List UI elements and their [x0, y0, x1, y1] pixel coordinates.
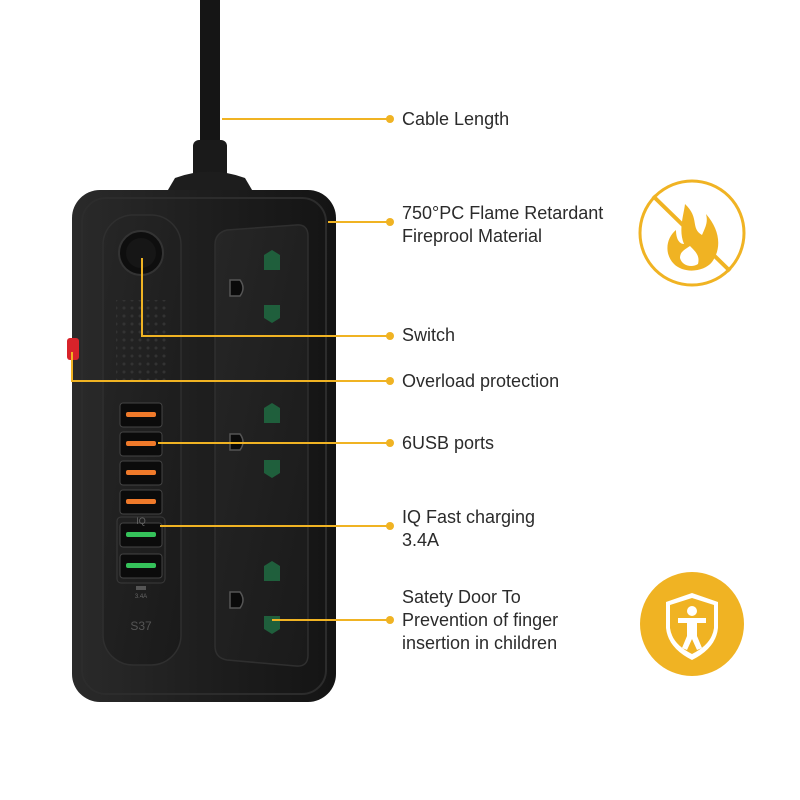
- callout-flame-retardant: 750°PC Flame Retardant Fireprool Materia…: [402, 202, 603, 248]
- outlet[interactable]: [229, 403, 280, 478]
- overload-button[interactable]: [67, 338, 79, 360]
- callout-text: Fireprool Material: [402, 226, 543, 246]
- callout-text: Cable Length: [402, 109, 510, 129]
- outlet-panel: [214, 224, 309, 667]
- callout-text: insertion in children: [402, 633, 558, 653]
- callout-dots: [386, 115, 394, 624]
- usb-rating-marking: 3.4A: [135, 594, 147, 600]
- callout-text: Overload protection: [402, 371, 560, 391]
- child-safety-shield-icon: [640, 572, 744, 676]
- iq-marking: IQ: [136, 516, 146, 526]
- callout-safety-door: Satety Door To Prevention of finger inse…: [402, 586, 558, 655]
- outlet[interactable]: [229, 250, 280, 323]
- iq-usb-group: [116, 516, 166, 584]
- usb-ports: [116, 402, 166, 590]
- callout-text: Switch: [402, 325, 456, 345]
- callout-switch: Switch: [402, 324, 455, 347]
- callout-text: IQ Fast charging: [402, 507, 536, 527]
- callout-text: 6USB ports: [402, 433, 495, 453]
- callout-leaders: [71, 118, 390, 621]
- callout-iq-fast-charging: IQ Fast charging 3.4A: [402, 506, 535, 552]
- callout-cable-length: Cable Length: [402, 108, 509, 131]
- cable-mount: [165, 171, 255, 195]
- callout-text: 3.4A: [402, 530, 440, 550]
- model-marking: S37: [130, 619, 152, 633]
- no-fire-icon: [638, 179, 746, 287]
- callout-text: Satety Door To: [402, 587, 521, 607]
- power-strip-inner-edge: [81, 197, 327, 695]
- callout-text: Prevention of finger: [402, 610, 559, 630]
- callout-overload: Overload protection: [402, 370, 559, 393]
- callout-usb-ports: 6USB ports: [402, 432, 494, 455]
- cable-strain-relief: [193, 140, 227, 180]
- callout-text: 750°PC Flame Retardant: [402, 203, 604, 223]
